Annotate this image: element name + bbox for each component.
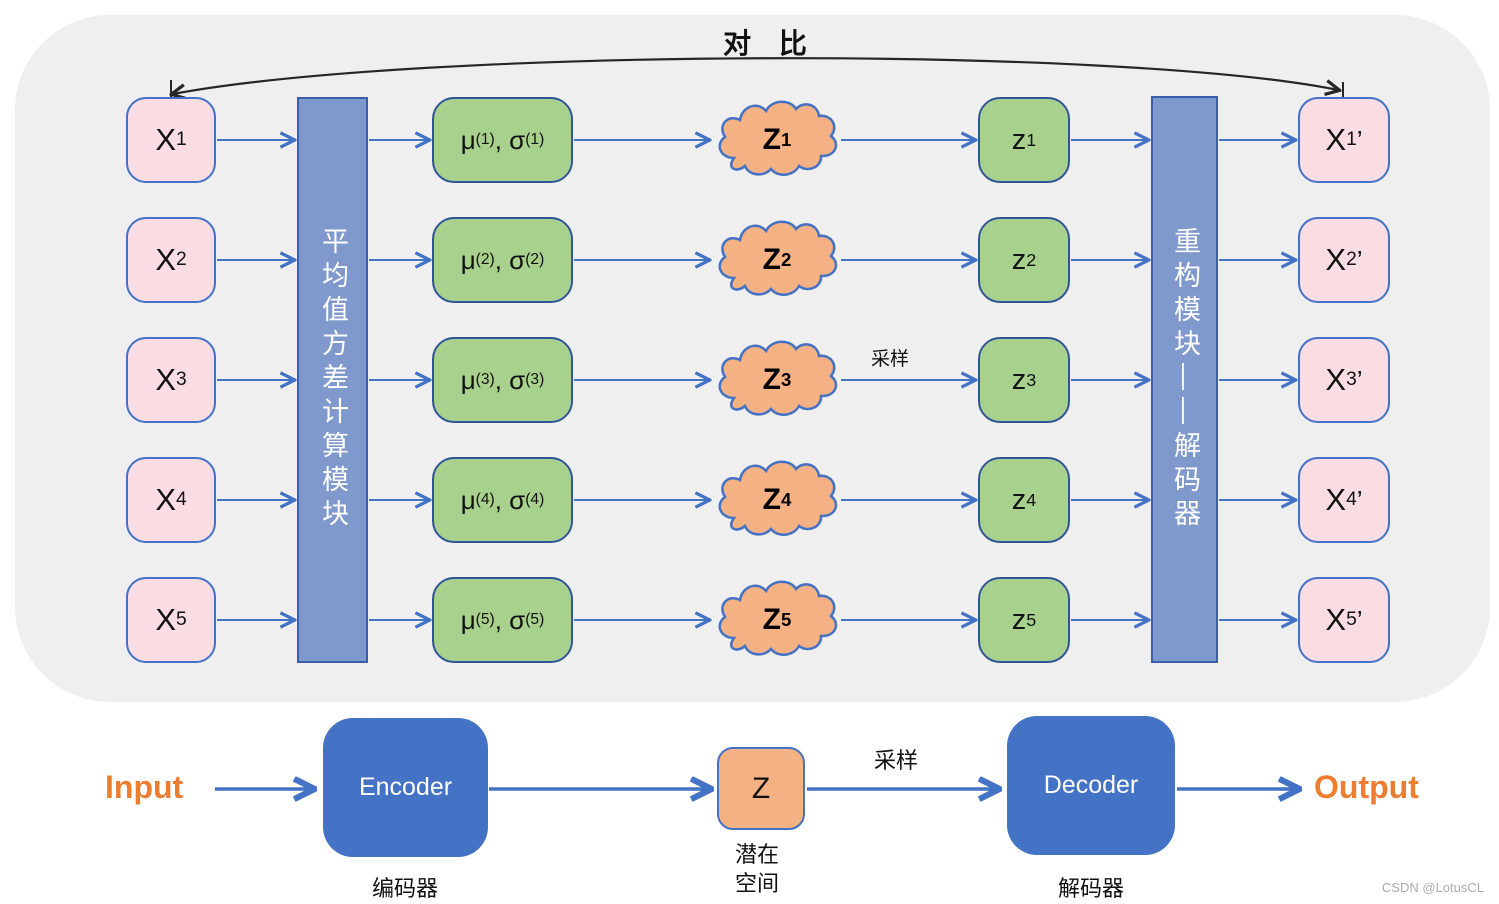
sampling-label-bottom: 采样 [874, 748, 919, 773]
mu-sigma-2-box: μ(2), σ(2) [432, 217, 573, 303]
latent-z-box: Z [717, 747, 805, 830]
input-label: Input [105, 769, 184, 805]
sampling-label-top: 采样 [871, 349, 910, 370]
output-label: Output [1314, 769, 1419, 805]
mu-sigma-3-box: μ(3), σ(3) [432, 337, 573, 423]
watermark: CSDN @LotusCL [1381, 880, 1484, 895]
reconstruction-decoder-bar: 重构模块——解码器 [1151, 96, 1218, 663]
decoder-caption: 解码器 [1057, 876, 1125, 901]
mean-variance-module-bar: 平均值方差计算模块 [297, 97, 368, 663]
latent-caption-line1: 潜在 [734, 842, 780, 867]
latent-z-label: Z [751, 771, 771, 805]
compare-label: 对 比 [723, 28, 817, 59]
encoder-label: Encoder [358, 773, 453, 801]
x1-label: X [155, 122, 176, 157]
mu-sigma-4-box: μ(4), σ(4) [432, 457, 573, 543]
mu-sigma-5-box: μ(5), σ(5) [432, 577, 573, 663]
mu-sigma-1-box: μ(1), σ(1) [432, 97, 573, 183]
encoder-box: Encoder [323, 718, 488, 857]
encoder-caption: 编码器 [371, 876, 439, 901]
cloud-shape [718, 100, 838, 176]
decoder-label: Decoder [1043, 771, 1139, 799]
mean-variance-module-label: 平均值方差计算模块 [318, 227, 348, 533]
decoder-box: Decoder [1007, 716, 1175, 855]
reconstruction-decoder-label: 重构模块——解码器 [1170, 226, 1200, 533]
latent-caption-line2: 空间 [734, 871, 780, 896]
